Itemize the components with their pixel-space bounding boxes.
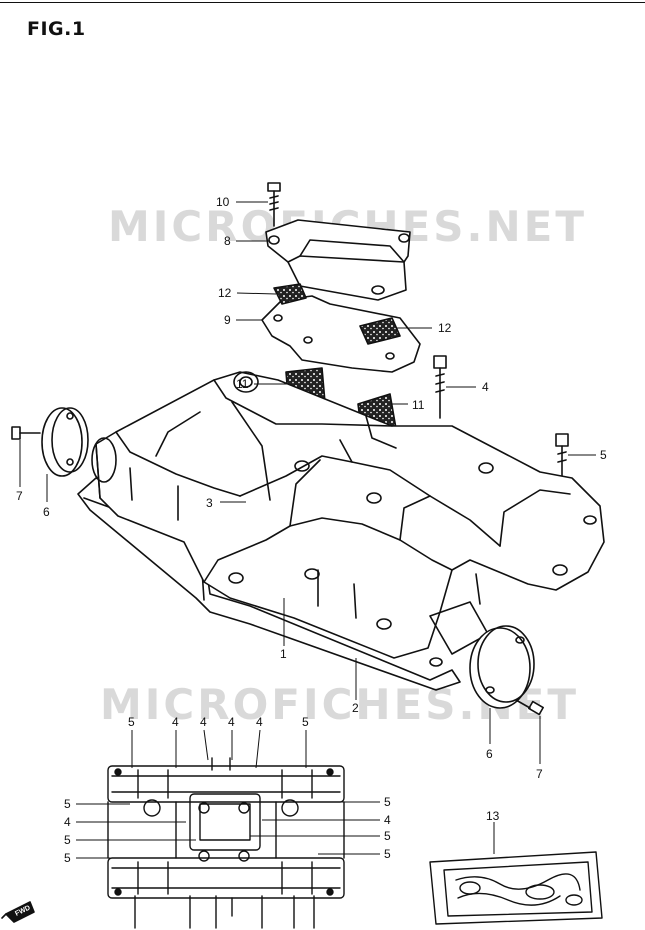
bolt-5	[555, 433, 569, 479]
bottom-top-label-2: 4	[172, 715, 179, 729]
top-border-line	[0, 2, 645, 3]
end-cap-6-left	[41, 407, 89, 477]
bottom-view-diagram	[107, 757, 345, 929]
bottom-right-label-1: 5	[384, 795, 391, 809]
bolt-10	[267, 182, 281, 227]
callout-7-left: 7	[16, 489, 23, 503]
bottom-right-label-3: 5	[384, 829, 391, 843]
bottom-left-label-2: 4	[64, 815, 71, 829]
bottom-top-label-5: 4	[256, 715, 263, 729]
bottom-top-label-1: 5	[128, 715, 135, 729]
bottom-right-label-2: 4	[384, 813, 391, 827]
bottom-top-label-6: 5	[302, 715, 309, 729]
callout-1: 1	[280, 647, 287, 661]
callout-6-right: 6	[486, 747, 493, 761]
callout-6-left: 6	[43, 505, 50, 519]
callout-11-right: 11	[412, 398, 425, 412]
sponge-12-upper	[273, 283, 307, 305]
callout-7-right: 7	[536, 767, 543, 781]
callout-8: 8	[224, 234, 231, 248]
bottom-left-label-1: 5	[64, 797, 71, 811]
bottom-right-label-4: 5	[384, 847, 391, 861]
callout-2: 2	[352, 701, 359, 715]
sponge-12-lower	[359, 317, 401, 345]
callout-3: 3	[206, 496, 213, 510]
callout-5: 5	[600, 448, 607, 462]
callout-13: 13	[486, 809, 500, 823]
bottom-left-label-4: 5	[64, 851, 71, 865]
callout-12-lower: 12	[438, 321, 452, 335]
callout-4: 4	[482, 380, 489, 394]
bottom-left-label-3: 5	[64, 833, 71, 847]
callout-10: 10	[216, 195, 230, 209]
cylinder-head-cover-1	[91, 371, 605, 667]
callout-11-left: 11	[236, 377, 249, 391]
callout-12-upper: 12	[218, 286, 232, 300]
end-cap-6-right	[469, 625, 535, 709]
gasket-set-13	[429, 851, 603, 925]
bolt-4	[433, 355, 447, 419]
callout-labels: 10 8 12 9 12 11 11 4 5 3 1 2 7 6 6 7 13 …	[14, 195, 607, 918]
gasket-9	[261, 295, 421, 373]
breather-cover-8	[265, 219, 411, 301]
forward-arrow	[1, 901, 35, 923]
screw-7-left	[11, 426, 41, 440]
bottom-top-label-4: 4	[228, 715, 235, 729]
bottom-top-label-3: 4	[200, 715, 207, 729]
callout-9: 9	[224, 313, 231, 327]
screw-7-right	[515, 699, 544, 716]
figure-title: FIG.1	[27, 18, 86, 40]
leader-lines	[19, 201, 596, 859]
